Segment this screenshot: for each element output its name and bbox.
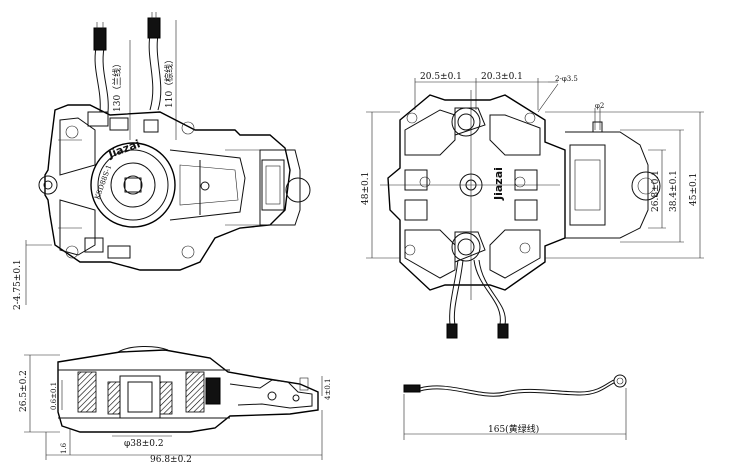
holes-label: 2-φ3.5	[555, 75, 578, 83]
height-c: 45±0.1	[689, 173, 699, 206]
side-diameter: φ38±0.2	[124, 439, 164, 449]
thickness-label: 2-4.75±0.1	[13, 259, 23, 310]
blue-wire-length: 130（兰线）	[111, 59, 123, 112]
pin-label: φ2	[595, 102, 604, 110]
height-outer: 48±0.1	[361, 172, 371, 205]
side-height: 26.5±0.2	[19, 370, 29, 412]
height-a: 26.8±0.1	[651, 170, 661, 212]
right-body	[387, 94, 566, 291]
top-right-view: 20.5±0.1 20.3±0.1 2-φ3.5 Jiazai	[361, 72, 704, 339]
wire-length: 165(黄绿线)	[488, 423, 539, 435]
ground-wire-view: 165(黄绿线)	[403, 374, 627, 440]
body-marking: KSD88S-1	[93, 164, 113, 201]
wires	[93, 12, 162, 113]
height-b: 38.4±0.1	[669, 170, 679, 212]
side-view: 26.5±0.2 0.6±0.1 1.6 φ38±0.2 96.8±0.2 4±…	[19, 346, 332, 465]
spacing-left: 20.5±0.1	[420, 72, 462, 82]
side-offset: 0.6±0.1	[50, 382, 58, 410]
logo-left: Jiazai	[106, 137, 142, 161]
thermostat-body	[38, 104, 311, 271]
brown-wire-length: 110（棕线）	[163, 55, 175, 108]
side-total-width: 96.8±0.2	[150, 455, 192, 465]
side-base: 1.6	[60, 442, 68, 454]
top-left-view: 130（兰线） 110（棕线）	[13, 12, 311, 310]
side-pin-height: 4±0.1	[324, 379, 332, 400]
logo-right: Jiazai	[492, 167, 505, 201]
spacing-right: 20.3±0.1	[481, 72, 523, 82]
